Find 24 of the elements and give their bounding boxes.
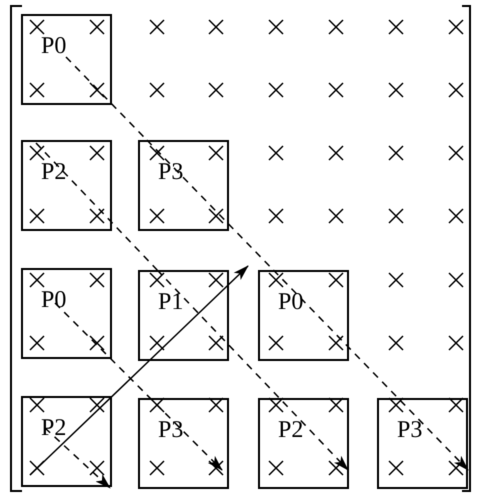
block-box: [377, 398, 468, 489]
arrow: [272, 269, 469, 471]
block-box: [138, 398, 229, 489]
block-label: P2: [41, 416, 66, 440]
arrow: [148, 265, 249, 362]
block-label: P1: [158, 290, 184, 314]
block-label: P3: [158, 418, 184, 442]
block-label: P3: [158, 160, 184, 184]
block-box: [21, 140, 112, 231]
block-box: [138, 140, 229, 231]
arrow: [156, 269, 349, 471]
block-label: P0: [41, 288, 66, 312]
block-label: P0: [41, 34, 66, 58]
block-box: [138, 270, 229, 361]
block-box: [21, 268, 112, 359]
block-label: P0: [278, 290, 304, 314]
block-box: [258, 270, 349, 361]
block-label: P2: [41, 160, 66, 184]
block-label: P3: [397, 418, 422, 442]
block-box: [258, 398, 349, 489]
block-label: P2: [278, 418, 304, 442]
block-box: [21, 396, 112, 487]
block-box: [21, 14, 112, 105]
arrow: [54, 302, 223, 471]
